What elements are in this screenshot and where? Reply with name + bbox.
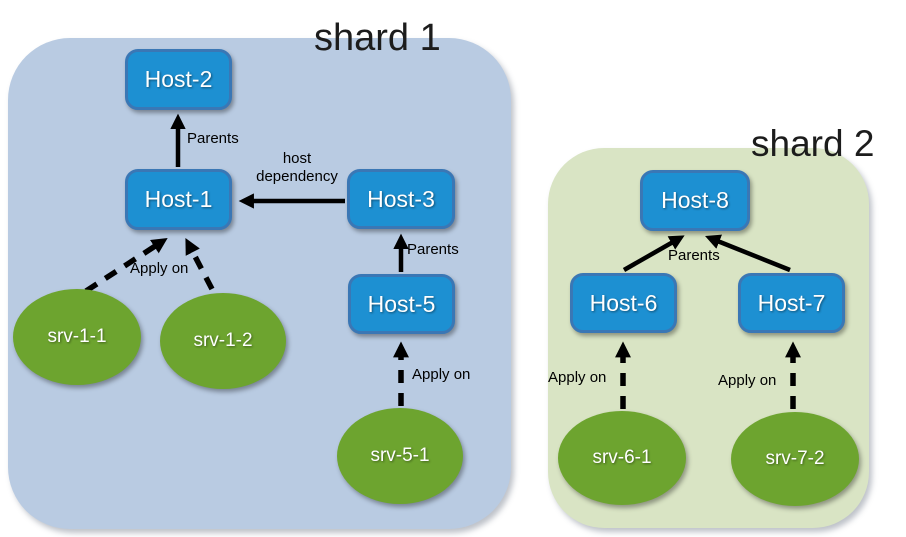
- node-srv-1-1: srv-1-1: [13, 289, 141, 385]
- node-srv-7-2: srv-7-2: [731, 412, 859, 506]
- edge-label-apply-on-host5: Apply on: [412, 366, 471, 383]
- edge-label-apply-on-host1: Apply on: [130, 260, 189, 277]
- edge-label-apply-on-host6: Apply on: [548, 369, 607, 386]
- node-srv-6-1: srv-6-1: [558, 411, 686, 505]
- node-host-3: Host-3: [347, 169, 455, 229]
- node-host-8: Host-8: [640, 170, 750, 231]
- node-host-7: Host-7: [738, 273, 845, 333]
- shard1-title: shard 1: [314, 17, 441, 59]
- shard2-title: shard 2: [751, 123, 875, 164]
- edge-label-host-dependency: host dependency: [256, 150, 338, 185]
- node-srv-1-2: srv-1-2: [160, 293, 286, 389]
- edge-label-apply-on-host7: Apply on: [718, 372, 777, 389]
- node-host-2: Host-2: [125, 49, 232, 110]
- node-host-6: Host-6: [570, 273, 677, 333]
- node-srv-5-1: srv-5-1: [337, 408, 463, 504]
- node-host-1: Host-1: [125, 169, 232, 230]
- node-host-5: Host-5: [348, 274, 455, 334]
- edge-label-parents-host5-host3: Parents: [407, 241, 459, 258]
- edge-label-parents-host8: Parents: [668, 247, 720, 264]
- edge-label-parents-host1-host2: Parents: [187, 130, 239, 147]
